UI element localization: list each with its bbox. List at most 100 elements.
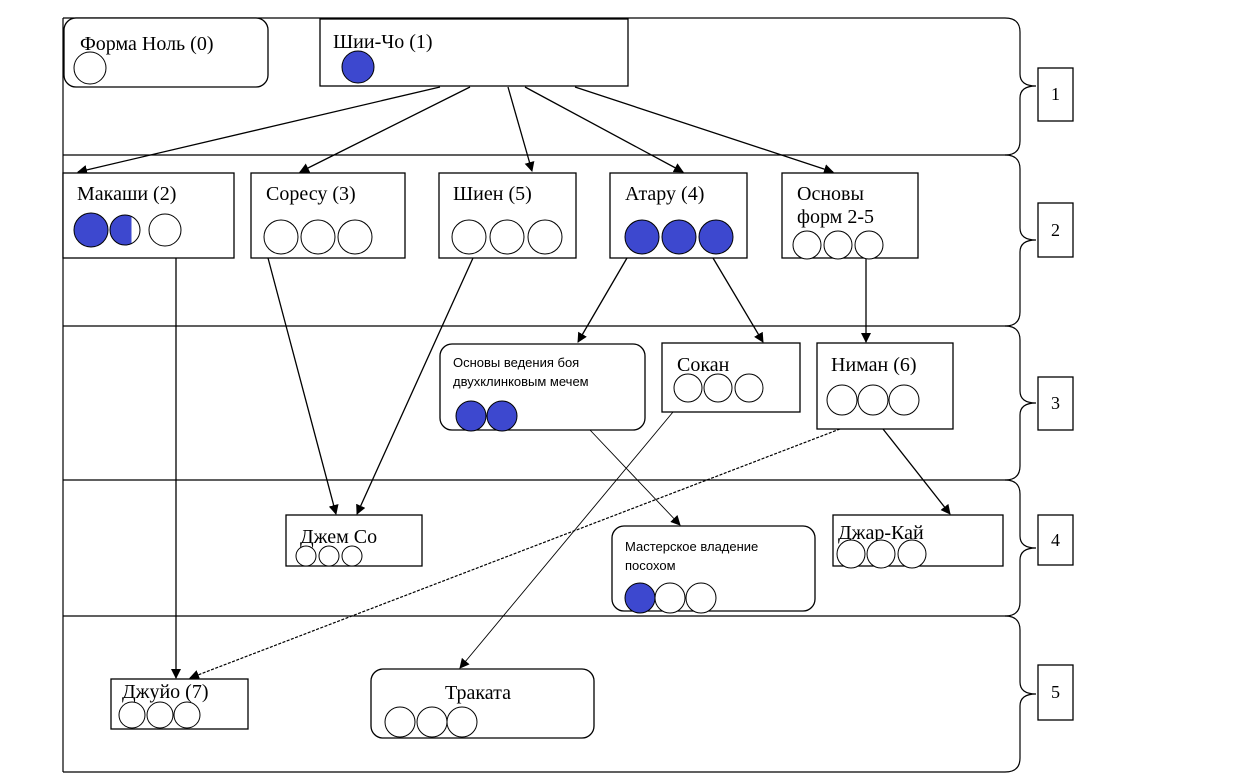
edge-soresu-to-jem-so (267, 257, 339, 515)
brace-level-4 (1004, 479, 1037, 617)
node-label: Макаши (2) (77, 183, 176, 205)
level-box-3: 3 (1037, 376, 1074, 431)
node-ataru: Атару (4) (609, 172, 748, 259)
node-forma-nol: Форма Ноль (0) (63, 17, 269, 88)
node-label-line-2: посохом (625, 558, 676, 573)
mastery-circle (173, 701, 201, 729)
node-label: Джар-Кай (838, 522, 924, 544)
mastery-circle (624, 219, 660, 255)
mastery-circle (661, 219, 697, 255)
edge-shii-cho-to-osnovy-form (574, 86, 834, 174)
mastery-circle (527, 219, 563, 255)
node-label: Траката (445, 682, 511, 704)
mastery-circle (486, 400, 518, 432)
mastery-circle (109, 214, 141, 246)
edge-shii-cho-to-makashi (77, 86, 441, 175)
edge-shii-cho-to-soresu (299, 86, 471, 173)
edge-shien-to-jem-so (356, 257, 474, 515)
level-number: 4 (1051, 530, 1060, 550)
edge-niman-to-juyo (189, 428, 841, 680)
brace-level-2 (1004, 154, 1037, 327)
brace-level-3 (1004, 325, 1037, 481)
mastery-circle (888, 384, 920, 416)
node-soresu: Соресу (3) (250, 172, 406, 259)
node-jar-kai: Джар-Кай (832, 514, 1004, 569)
mastery-circle (823, 230, 853, 260)
node-label: Ниман (6) (831, 354, 917, 376)
mastery-circle (384, 706, 416, 738)
edge-shii-cho-to-shien (507, 86, 535, 172)
mastery-circle (792, 230, 822, 260)
mastery-circle (318, 545, 340, 567)
edges (77, 86, 951, 680)
brace-level-1 (1004, 17, 1037, 156)
node-niman: Ниман (6) (816, 342, 954, 430)
mastery-circle (698, 219, 734, 255)
mastery-circle (703, 373, 733, 403)
node-label: Джем Со (300, 526, 377, 548)
node-label: Шиен (5) (453, 183, 532, 205)
level-number: 2 (1051, 220, 1060, 240)
node-label-line-1: Основы (797, 183, 864, 205)
mastery-circle (455, 400, 487, 432)
node-trakata: Траката (370, 668, 595, 739)
node-makashi: Макаши (2) (62, 172, 235, 259)
node-jem-so: Джем Со (285, 514, 423, 567)
mastery-circle (300, 219, 336, 255)
mastery-circle (866, 539, 896, 569)
node-staff: Мастерское владение посохом (611, 525, 816, 614)
edge-sokan-to-trakata (459, 411, 674, 669)
node-label: Сокан (677, 354, 730, 376)
mastery-circle (857, 384, 889, 416)
mastery-circle (654, 582, 686, 614)
node-label: Соресу (3) (266, 183, 356, 205)
mastery-circle (295, 545, 317, 567)
level-box-5: 5 (1037, 664, 1074, 721)
node-sokan: Сокан (661, 342, 801, 413)
node-shii-cho: Шии-Чо (1) (319, 18, 629, 87)
node-label-line-1: Мастерское владение (625, 539, 758, 554)
edge-ataru-to-sokan (712, 257, 764, 343)
mastery-circle (854, 230, 884, 260)
mastery-circle (337, 219, 373, 255)
level-box-2: 2 (1037, 202, 1074, 258)
level-box-1: 1 (1037, 67, 1074, 122)
edge-shii-cho-to-ataru (524, 86, 684, 173)
node-label-line-2: форм 2-5 (797, 206, 874, 228)
node-dual-blade: Основы ведения боя двухклинковым мечем (439, 343, 646, 432)
node-juyo: Джуйо (7) (110, 678, 249, 730)
level-box-4: 4 (1037, 514, 1074, 566)
level-number: 1 (1051, 84, 1060, 104)
edge-niman-to-jar-kai (882, 428, 951, 515)
mastery-circle (489, 219, 525, 255)
level-number: 3 (1051, 393, 1060, 413)
brace-level-5 (1004, 615, 1037, 773)
mastery-circle (73, 212, 109, 248)
mastery-circle (826, 384, 858, 416)
mastery-circle (146, 701, 174, 729)
node-osnovy-form: Основы форм 2-5 (781, 172, 919, 260)
mastery-circle (451, 219, 487, 255)
level-number: 5 (1051, 682, 1060, 702)
mastery-circle (446, 706, 478, 738)
mastery-circle (734, 373, 764, 403)
mastery-circle (341, 545, 363, 567)
node-label: Джуйо (7) (122, 681, 208, 703)
node-label: Форма Ноль (0) (80, 33, 214, 55)
mastery-circle (624, 582, 656, 614)
node-label: Атару (4) (625, 183, 704, 205)
node-shien: Шиен (5) (438, 172, 577, 259)
mastery-circle (673, 373, 703, 403)
node-label: Шии-Чо (1) (333, 31, 433, 53)
mastery-circle (897, 539, 927, 569)
mastery-circle (263, 219, 299, 255)
mastery-circle (685, 582, 717, 614)
node-label-line-1: Основы ведения боя (453, 355, 579, 370)
level-labels: 1 2 3 4 5 (1037, 67, 1074, 721)
mastery-circle (73, 51, 107, 85)
mastery-circle (836, 539, 866, 569)
node-label-line-2: двухклинковым мечем (453, 374, 589, 389)
edge-dual-blade-to-staff (589, 429, 681, 526)
mastery-circle (341, 50, 375, 84)
